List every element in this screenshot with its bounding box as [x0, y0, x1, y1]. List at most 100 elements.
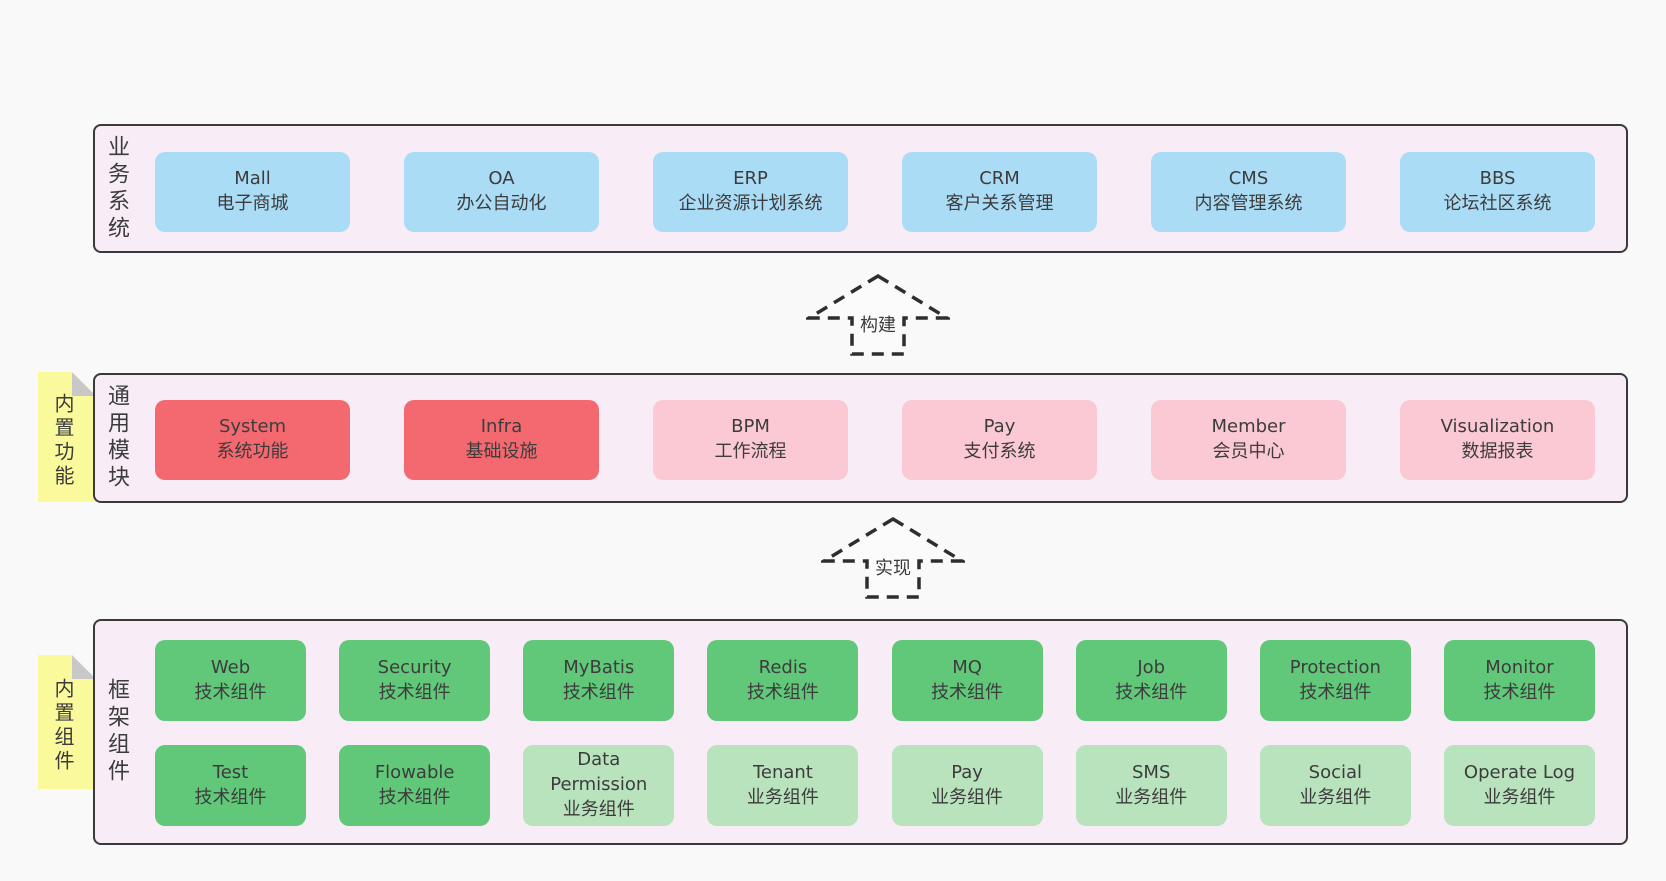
node-subtitle: 企业资源计划系统 [678, 193, 823, 214]
node-pay-business: Pay 业务组件 [891, 745, 1043, 826]
node-subtitle: 业务组件 [562, 798, 635, 820]
node-subtitle: 论坛社区系统 [1443, 193, 1552, 214]
common-modules-row: System 系统功能 Infra 基础设施 BPM 工作流程 Pay 支付系统… [155, 400, 1595, 480]
node-crm: CRM 客户关系管理 [902, 152, 1097, 232]
node-subtitle: 技术组件 [194, 681, 267, 703]
sticky-note-label: 内置功能 [51, 393, 75, 489]
node-mq: MQ 技术组件 [891, 640, 1043, 721]
panel-label-business-systems: 业务系统 [104, 134, 129, 243]
node-title: System [218, 416, 287, 438]
panel-business-systems: 业务系统 Mall 电子商城 OA 办公自动化 ERP 企业资源计划系统 CRM… [93, 124, 1628, 253]
node-subtitle: 技术组件 [562, 681, 635, 703]
node-title: Protection [1289, 656, 1381, 678]
framework-components-row-1: Web 技术组件 Security 技术组件 MyBatis 技术组件 Redi… [155, 640, 1595, 721]
node-title: OA [488, 168, 515, 190]
node-bpm: BPM 工作流程 [653, 400, 848, 480]
node-title: SMS [1132, 761, 1171, 783]
node-subtitle: 技术组件 [1483, 681, 1556, 703]
business-systems-row: Mall 电子商城 OA 办公自动化 ERP 企业资源计划系统 CRM 客户关系… [155, 152, 1595, 232]
node-title: Infra [480, 416, 523, 438]
node-subtitle: 技术组件 [931, 681, 1004, 703]
node-subtitle: 技术组件 [1115, 681, 1188, 703]
node-title: Web [210, 656, 251, 678]
node-title: Operate Log [1463, 761, 1576, 783]
node-subtitle: 支付系统 [963, 441, 1036, 462]
node-title: Mall [234, 168, 271, 190]
node-title: Monitor [1485, 656, 1554, 678]
node-operate-log: Operate Log 业务组件 [1443, 745, 1595, 826]
node-flowable: Flowable 技术组件 [339, 745, 491, 826]
node-title: BBS [1479, 168, 1516, 190]
node-pay: Pay 支付系统 [902, 400, 1097, 480]
arrow-label: 实现 [872, 553, 914, 581]
node-title: BPM [731, 416, 770, 438]
arrow-build: 构建 [806, 273, 950, 357]
node-monitor: Monitor 技术组件 [1443, 640, 1595, 721]
node-title: Redis [758, 656, 808, 678]
node-title: CMS [1228, 168, 1269, 190]
node-title: Member [1211, 416, 1286, 438]
node-infra: Infra 基础设施 [404, 400, 599, 480]
node-sms: SMS 业务组件 [1075, 745, 1227, 826]
node-title: Social [1308, 761, 1363, 783]
node-bbs: BBS 论坛社区系统 [1400, 152, 1595, 232]
node-title: MyBatis [563, 656, 635, 678]
node-subtitle: 技术组件 [746, 681, 819, 703]
node-title: Tenant [752, 761, 813, 783]
framework-components-row-2: Test 技术组件 Flowable 技术组件 Data Permission … [155, 745, 1595, 826]
node-job: Job 技术组件 [1075, 640, 1227, 721]
node-erp: ERP 企业资源计划系统 [653, 152, 848, 232]
node-member: Member 会员中心 [1151, 400, 1346, 480]
node-subtitle: 基础设施 [465, 441, 538, 462]
sticky-note-label: 内置组件 [51, 678, 75, 774]
node-web: Web 技术组件 [155, 640, 306, 721]
node-security: Security 技术组件 [339, 640, 491, 721]
node-data-permission: Data Permission 业务组件 [523, 745, 675, 826]
node-title: ERP [733, 168, 768, 190]
node-subtitle: 业务组件 [1299, 786, 1372, 808]
panel-label-framework-components: 框架组件 [104, 678, 129, 786]
sticky-note-builtin-components: 内置组件 [38, 655, 96, 789]
node-subtitle: 内容管理系统 [1194, 193, 1303, 214]
node-subtitle: 业务组件 [1115, 786, 1188, 808]
node-subtitle: 业务组件 [1483, 786, 1556, 808]
node-social: Social 业务组件 [1259, 745, 1411, 826]
node-title: Data Permission [550, 749, 648, 796]
node-subtitle: 电子商城 [216, 193, 289, 214]
node-cms: CMS 内容管理系统 [1151, 152, 1346, 232]
node-oa: OA 办公自动化 [404, 152, 599, 232]
node-title: Security [377, 656, 452, 678]
node-tenant: Tenant 业务组件 [707, 745, 859, 826]
node-subtitle: 系统功能 [216, 441, 289, 462]
node-visualization: Visualization 数据报表 [1400, 400, 1595, 480]
node-subtitle: 客户关系管理 [945, 193, 1054, 214]
node-system: System 系统功能 [155, 400, 350, 480]
node-test: Test 技术组件 [155, 745, 306, 826]
node-subtitle: 办公自动化 [456, 193, 547, 214]
node-title: Test [212, 761, 249, 783]
panel-common-modules: 通用模块 System 系统功能 Infra 基础设施 BPM 工作流程 Pay… [93, 373, 1628, 503]
node-title: MQ [952, 656, 982, 678]
node-title: Flowable [374, 761, 455, 783]
arrow-implement: 实现 [821, 516, 965, 600]
node-subtitle: 技术组件 [1299, 681, 1372, 703]
node-subtitle: 技术组件 [378, 681, 451, 703]
node-subtitle: 技术组件 [194, 786, 267, 808]
node-redis: Redis 技术组件 [707, 640, 859, 721]
node-title: Visualization [1440, 416, 1555, 438]
node-title: Pay [951, 761, 983, 783]
node-protection: Protection 技术组件 [1259, 640, 1411, 721]
node-subtitle: 技术组件 [378, 786, 451, 808]
arrow-label: 构建 [857, 310, 899, 338]
node-title: Pay [983, 416, 1016, 438]
node-subtitle: 工作流程 [714, 441, 787, 462]
node-mall: Mall 电子商城 [155, 152, 350, 232]
node-title: CRM [979, 168, 1020, 190]
node-subtitle: 会员中心 [1212, 441, 1285, 462]
panel-framework-components: 框架组件 Web 技术组件 Security 技术组件 MyBatis 技术组件… [93, 619, 1628, 845]
sticky-note-builtin-features: 内置功能 [38, 372, 96, 502]
node-subtitle: 业务组件 [931, 786, 1004, 808]
node-title: Job [1137, 656, 1166, 678]
node-subtitle: 数据报表 [1461, 441, 1534, 462]
